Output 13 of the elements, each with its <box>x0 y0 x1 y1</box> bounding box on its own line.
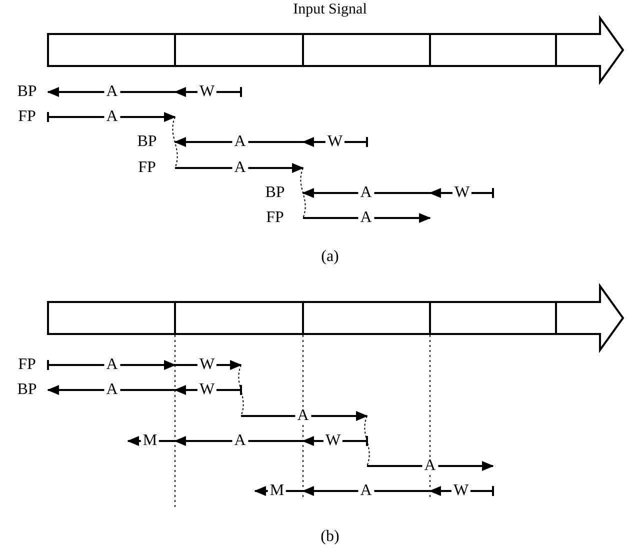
panel-caption: (b) <box>320 529 340 545</box>
signal-title: Input Signal <box>292 2 368 18</box>
row-label: FP <box>17 109 37 125</box>
row-label: BP <box>16 382 38 398</box>
row-label: FP <box>17 357 37 373</box>
panel-caption: (a) <box>320 249 340 265</box>
interval-label: A <box>295 408 311 424</box>
row-label: FP <box>137 160 157 176</box>
row-label: BP <box>136 134 158 150</box>
row-label: BP <box>264 185 286 201</box>
row-label: FP <box>265 210 285 226</box>
interval-label: A <box>422 458 438 474</box>
row-label: BP <box>16 84 38 100</box>
